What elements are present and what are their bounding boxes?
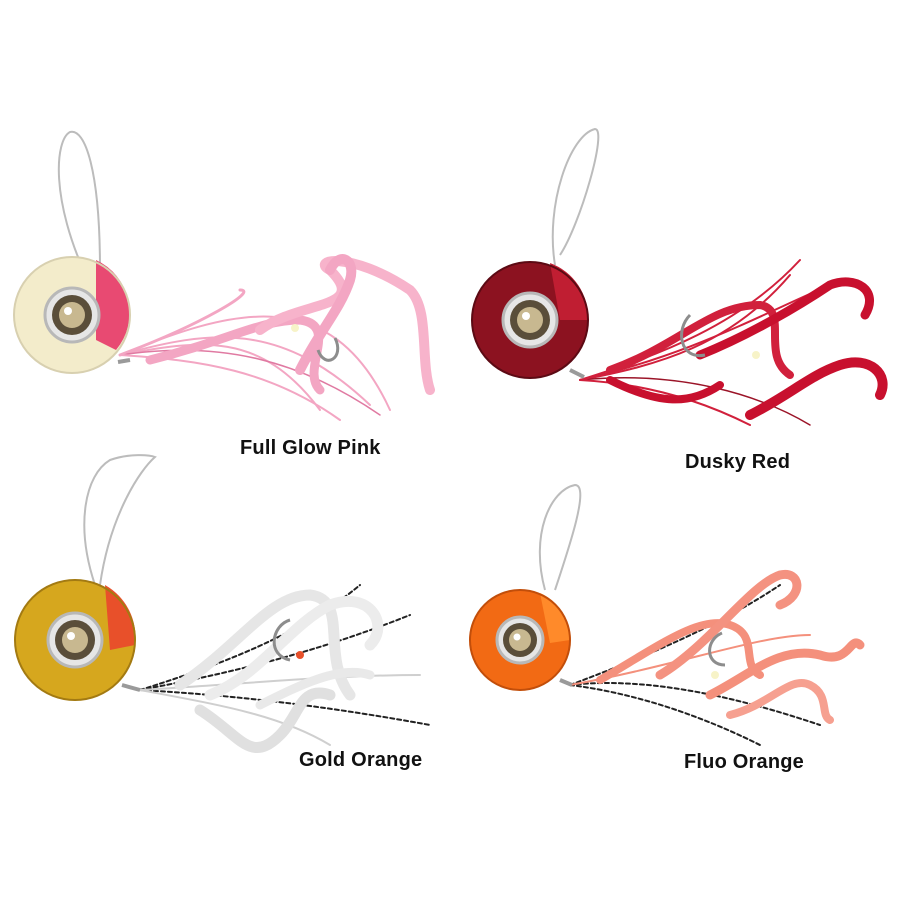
lure-full-glow-pink-image — [13, 130, 435, 421]
lure-gold-orange-image — [14, 454, 431, 753]
label-dusky-red: Dusky Red — [685, 451, 791, 473]
head-dusky-red — [471, 261, 589, 379]
bead-icon — [752, 351, 760, 359]
lure-fluo-orange-image — [469, 483, 865, 746]
lure-gold-orange — [0, 445, 440, 765]
head-gold-orange — [14, 579, 136, 701]
lure-fluo-orange — [460, 475, 900, 765]
hook-icon — [272, 618, 291, 662]
bead-icon — [291, 324, 299, 332]
hook-icon — [316, 337, 340, 362]
label-gold-orange: Gold Orange — [299, 749, 423, 771]
lure-dusky-red — [460, 115, 900, 435]
label-fluo-orange: Fluo Orange — [684, 751, 804, 773]
skirt-fluo-orange — [569, 569, 865, 746]
bead-icon — [711, 671, 719, 679]
bead-icon — [296, 651, 304, 659]
head-fluo-orange — [469, 589, 571, 691]
lure-full-glow-pink — [0, 110, 440, 430]
skirt-gold-orange — [139, 584, 431, 753]
skirt-full-glow-pink — [118, 254, 435, 421]
lure-dusky-red-image — [471, 127, 888, 426]
hook-icon — [680, 313, 706, 357]
hook-icon — [708, 631, 726, 667]
skirt-dusky-red — [579, 259, 888, 426]
label-full-glow-pink: Full Glow Pink — [240, 437, 381, 459]
head-full-glow-pink — [13, 256, 131, 374]
